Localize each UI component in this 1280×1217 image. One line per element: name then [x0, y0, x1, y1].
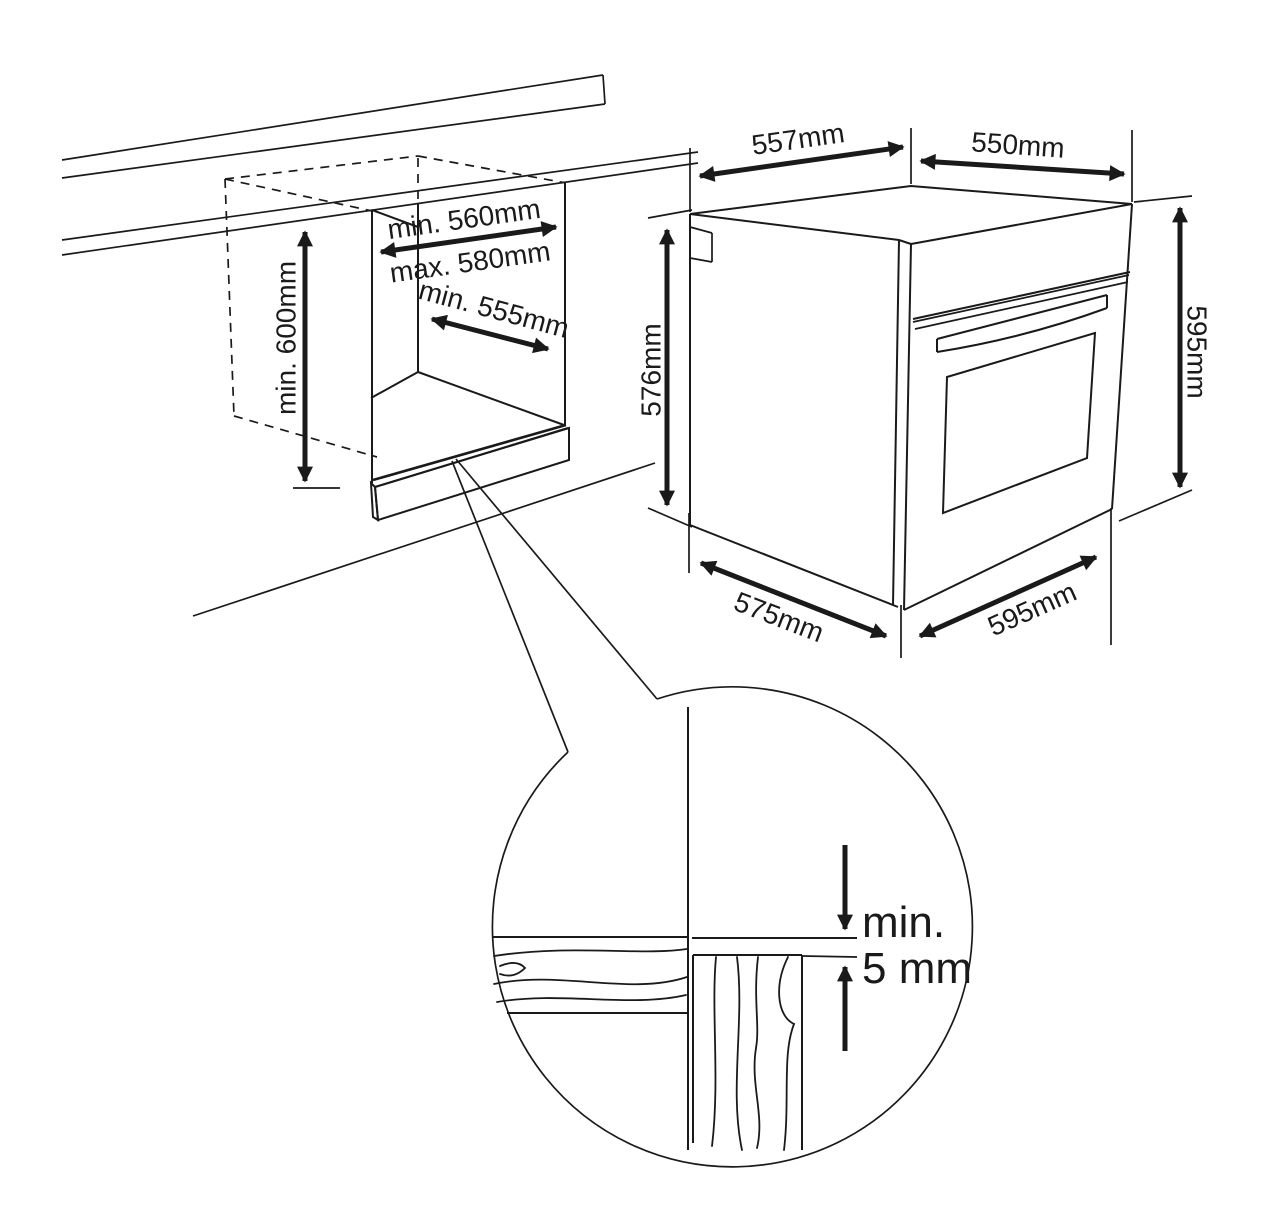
dimension-oven-front-height: 595mm: [1118, 195, 1213, 522]
oven-drawing: [689, 184, 1133, 611]
plinth-cross-section: [692, 954, 858, 1151]
dimension-oven-top-width: 557mm: [689, 117, 912, 212]
cutout-width-min-label: min. 560mm: [386, 193, 543, 245]
control-panel-top: [910, 203, 1133, 245]
gap-dimension: min. 5 mm: [837, 845, 972, 1051]
dimension-oven-side-height: 576mm: [636, 209, 693, 528]
shelf-cross-section: [493, 936, 857, 1014]
dimension-cutout-height: min. 600mm: [271, 230, 340, 489]
oven-front-height-label: 595mm: [1182, 305, 1213, 398]
plinth-end-cap: [369, 480, 380, 522]
niche-dashed-box: [224, 155, 567, 458]
dimension-cutout-width: min. 560mm max. 580mm: [379, 193, 558, 289]
oven-side-height-label: 576mm: [636, 323, 667, 416]
dimension-oven-bottom-width: 595mm: [900, 508, 1112, 658]
detail-circle: min. 5 mm: [491, 685, 974, 1168]
dimension-oven-top-depth: 550mm: [919, 126, 1133, 202]
oven-top-depth-label: 550mm: [970, 126, 1065, 163]
control-panel-bottom: [912, 271, 1131, 320]
plinth: [373, 426, 570, 522]
floor-line: [192, 462, 656, 617]
oven-top-width-label: 557mm: [750, 117, 847, 161]
dimension-oven-bottom-depth: 575mm: [688, 513, 888, 648]
oven-handle: [936, 294, 1108, 353]
dimension-cutout-depth: min. 555mm: [416, 274, 572, 354]
gap-value-label: 5 mm: [862, 944, 972, 993]
cutout-height-label: min. 600mm: [271, 261, 302, 415]
cutout-width-max-label: max. 580mm: [388, 235, 553, 288]
callout-wedge: [451, 458, 658, 753]
vent-notch: [689, 226, 713, 263]
gap-min-label: min.: [862, 898, 945, 947]
cabinet-cutout: [192, 183, 656, 617]
door-window: [941, 331, 1097, 515]
worktop-lines: [61, 74, 699, 256]
